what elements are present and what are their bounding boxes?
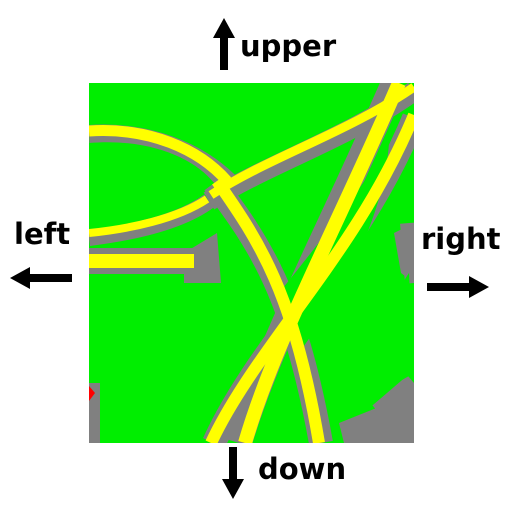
arrow-up-icon xyxy=(213,18,235,70)
pavement-patch-right xyxy=(394,223,414,283)
pavement-patch-left xyxy=(184,233,221,283)
green-island-upper xyxy=(89,142,214,233)
direction-label-upper: upper xyxy=(240,29,337,63)
direction-label-right: right xyxy=(421,222,501,256)
roads xyxy=(89,83,414,443)
pavement-patch-bottom-right xyxy=(339,383,414,443)
direction-label-down: down xyxy=(258,452,347,486)
arrow-right-icon xyxy=(427,276,489,298)
arrow-left-icon xyxy=(10,267,72,289)
direction-label-left: left xyxy=(14,217,71,251)
red-marker xyxy=(89,386,95,401)
map-view xyxy=(89,83,414,443)
green-island-lower-right xyxy=(334,273,414,413)
arrow-down-icon xyxy=(222,447,244,499)
